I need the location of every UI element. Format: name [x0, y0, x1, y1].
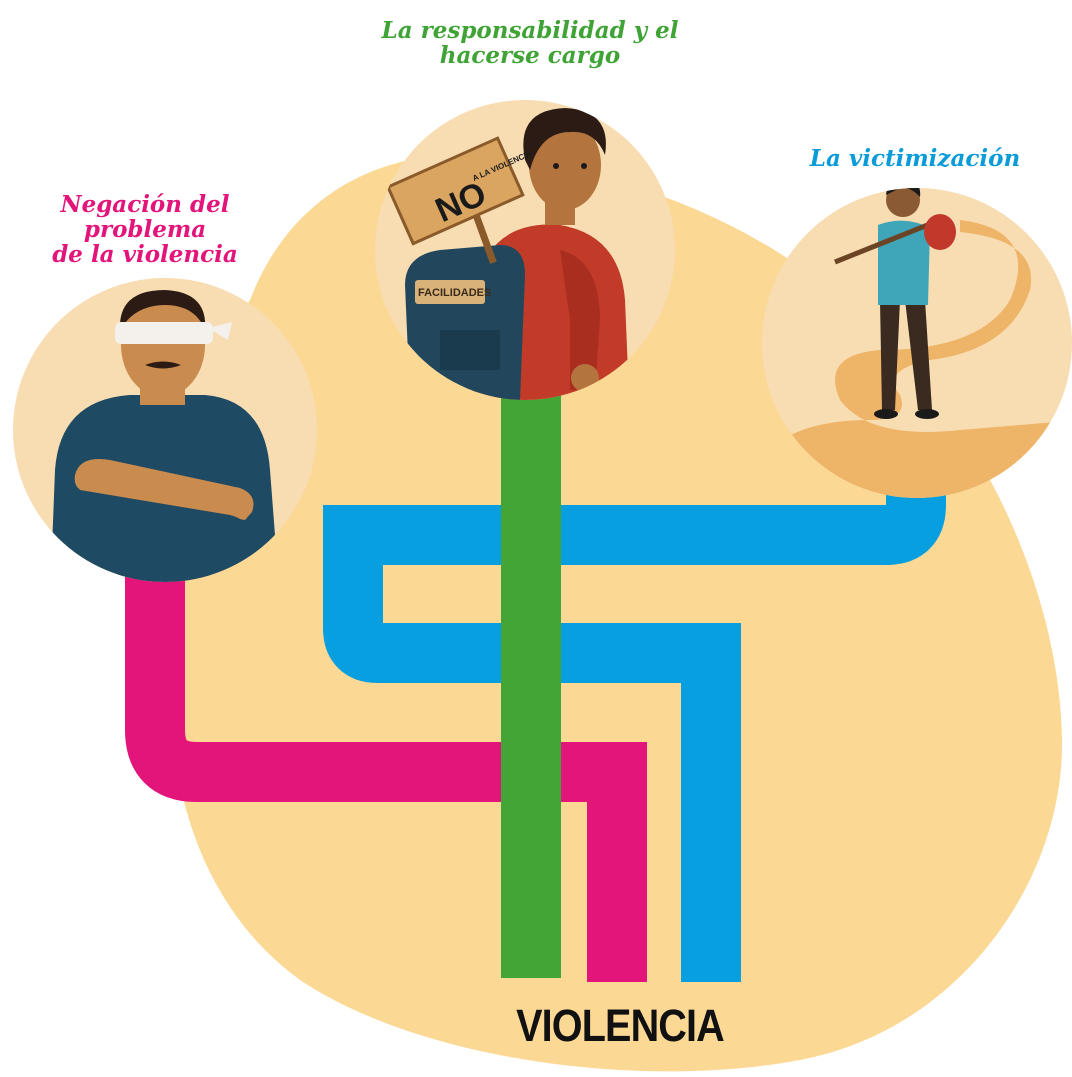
label-denial: Negación del problema de la violencia	[52, 191, 238, 268]
label-responsibility: La responsabilidad y el hacerse cargo	[381, 17, 679, 69]
violence-title: VIOLENCIA	[516, 1000, 725, 1051]
responsibility-figure-circle: NO A LA VIOLENCIA FACILIDADES	[375, 100, 675, 400]
denial-figure-circle	[13, 278, 317, 582]
pink-path	[125, 520, 647, 982]
victimization-figure-circle	[762, 188, 1072, 498]
label-victimization: La victimización	[809, 145, 1021, 172]
bag-tag-text: FACILIDADES	[418, 287, 491, 299]
blue-path	[323, 460, 946, 982]
